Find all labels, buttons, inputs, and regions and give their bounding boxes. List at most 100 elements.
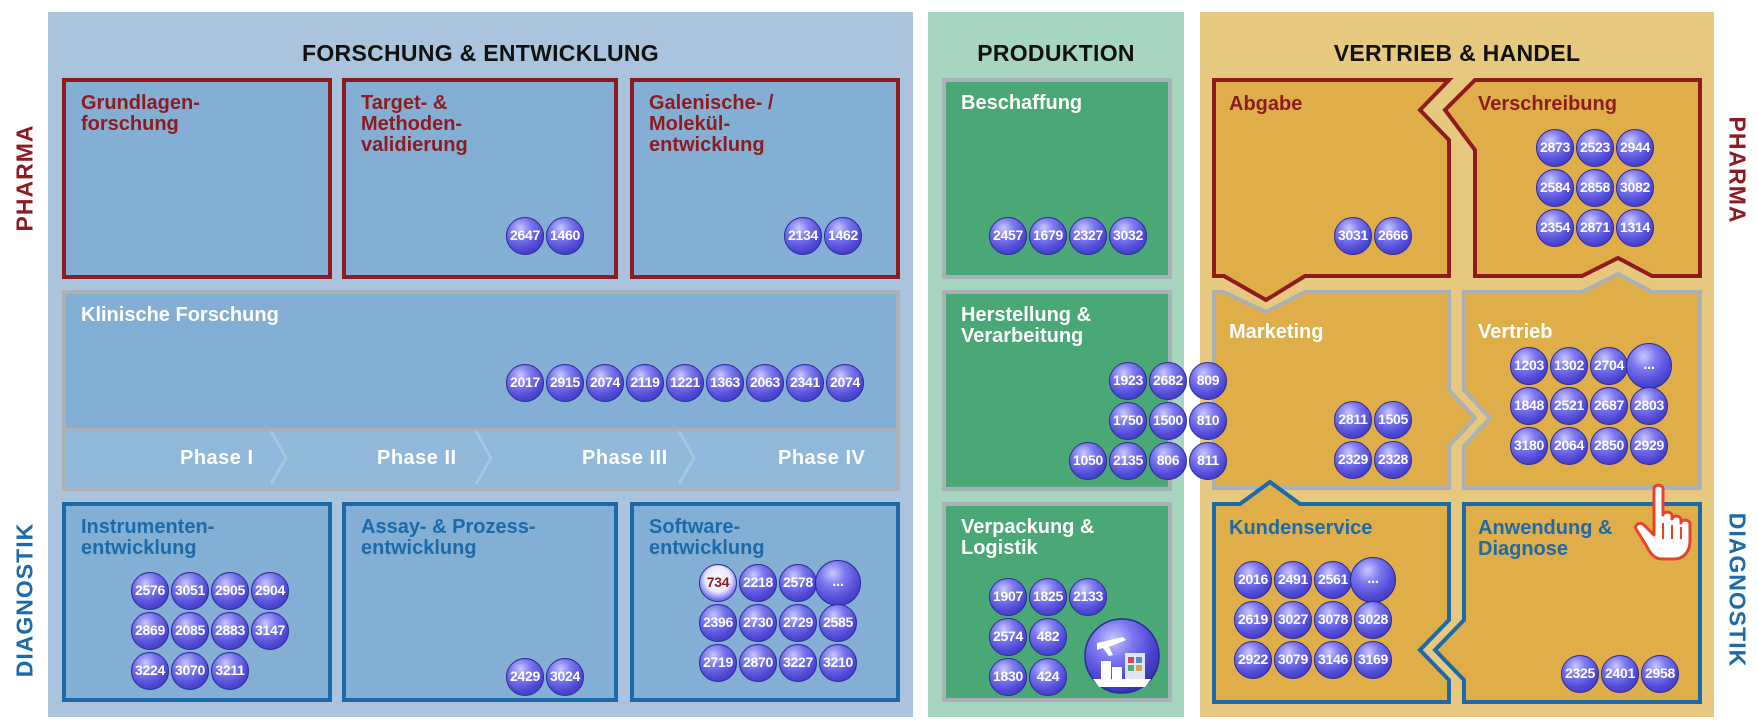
process-ball[interactable]: 2578 bbox=[779, 564, 817, 602]
process-ball[interactable]: 2135 bbox=[1109, 442, 1147, 480]
process-ball[interactable]: 3169 bbox=[1354, 641, 1392, 679]
process-ball[interactable]: 2858 bbox=[1576, 169, 1614, 207]
process-ball[interactable]: 2063 bbox=[746, 364, 784, 402]
process-ball[interactable]: 2457 bbox=[989, 217, 1027, 255]
box-abgabe[interactable]: Abgabe bbox=[1214, 80, 1449, 276]
process-ball[interactable]: 2922 bbox=[1234, 641, 1272, 679]
process-ball[interactable]: 2730 bbox=[739, 604, 777, 642]
process-ball[interactable]: 1825 bbox=[1029, 578, 1067, 616]
box-assay-prozessentwicklung[interactable]: Assay- & Prozess- entwicklung bbox=[342, 502, 618, 702]
process-ball[interactable]: 2218 bbox=[739, 564, 777, 602]
process-ball[interactable]: 2064 bbox=[1550, 427, 1588, 465]
process-ball[interactable]: 482 bbox=[1029, 618, 1067, 656]
process-ball[interactable]: 3082 bbox=[1616, 169, 1654, 207]
box-verschreibung[interactable]: Verschreibung bbox=[1475, 80, 1700, 276]
process-ball[interactable]: 1314 bbox=[1616, 209, 1654, 247]
box-kundenservice[interactable]: Kundenservice bbox=[1214, 504, 1449, 702]
process-ball[interactable]: 2904 bbox=[251, 572, 289, 610]
process-ball[interactable]: 1462 bbox=[824, 217, 862, 255]
process-ball[interactable]: 810 bbox=[1189, 402, 1227, 440]
process-ball[interactable]: 3024 bbox=[546, 658, 584, 696]
process-ball[interactable]: 3224 bbox=[131, 652, 169, 690]
process-ball[interactable]: 2869 bbox=[131, 612, 169, 650]
process-ball[interactable]: 2325 bbox=[1561, 655, 1599, 693]
process-ball[interactable]: 3079 bbox=[1274, 641, 1312, 679]
process-ball[interactable]: 2619 bbox=[1234, 601, 1272, 639]
process-ball[interactable]: 2870 bbox=[739, 644, 777, 682]
process-ball[interactable]: 3147 bbox=[251, 612, 289, 650]
process-ball[interactable]: 3210 bbox=[819, 644, 857, 682]
process-ball[interactable]: 2396 bbox=[699, 604, 737, 642]
process-ball[interactable]: 2574 bbox=[989, 618, 1027, 656]
process-ball-highlighted[interactable]: 734 bbox=[699, 564, 737, 602]
process-ball[interactable]: 2074 bbox=[586, 364, 624, 402]
process-ball[interactable]: 2134 bbox=[784, 217, 822, 255]
process-ball[interactable]: 2803 bbox=[1630, 387, 1668, 425]
process-ball[interactable]: 2944 bbox=[1616, 129, 1654, 167]
process-ball[interactable]: 1907 bbox=[989, 578, 1027, 616]
process-ball[interactable]: 2871 bbox=[1576, 209, 1614, 247]
process-ball[interactable]: 3211 bbox=[211, 652, 249, 690]
process-ball[interactable]: 1505 bbox=[1374, 401, 1412, 439]
process-ball[interactable]: 2491 bbox=[1274, 561, 1312, 599]
process-ball[interactable]: 1050 bbox=[1069, 442, 1107, 480]
process-ball[interactable]: 1679 bbox=[1029, 217, 1067, 255]
process-ball[interactable]: 2687 bbox=[1590, 387, 1628, 425]
process-ball[interactable]: 2883 bbox=[211, 612, 249, 650]
process-ball[interactable]: 2647 bbox=[506, 217, 544, 255]
process-ball[interactable]: 3032 bbox=[1109, 217, 1147, 255]
process-ball[interactable]: ... bbox=[815, 560, 861, 606]
process-ball[interactable]: 2576 bbox=[131, 572, 169, 610]
process-ball[interactable]: 2958 bbox=[1641, 655, 1679, 693]
process-ball[interactable]: 2873 bbox=[1536, 129, 1574, 167]
process-ball[interactable]: 3031 bbox=[1334, 217, 1372, 255]
process-ball[interactable]: 2561 bbox=[1314, 561, 1352, 599]
process-ball[interactable]: 2729 bbox=[779, 604, 817, 642]
process-ball[interactable]: 2016 bbox=[1234, 561, 1272, 599]
process-ball[interactable]: 3078 bbox=[1314, 601, 1352, 639]
process-ball[interactable]: 2354 bbox=[1536, 209, 1574, 247]
process-ball[interactable]: 2719 bbox=[699, 644, 737, 682]
process-ball[interactable]: 2328 bbox=[1374, 441, 1412, 479]
logistics-shipping-icon[interactable] bbox=[1083, 617, 1161, 695]
process-ball[interactable]: 3028 bbox=[1354, 601, 1392, 639]
box-marketing[interactable]: Marketing bbox=[1214, 292, 1449, 488]
process-ball[interactable]: 2811 bbox=[1334, 401, 1372, 439]
process-ball[interactable]: ... bbox=[1626, 343, 1672, 389]
process-ball[interactable]: 2429 bbox=[506, 658, 544, 696]
process-ball[interactable]: 2327 bbox=[1069, 217, 1107, 255]
process-ball[interactable]: 1830 bbox=[989, 658, 1027, 696]
process-ball[interactable]: 2704 bbox=[1590, 347, 1628, 385]
process-ball[interactable]: 1460 bbox=[546, 217, 584, 255]
process-ball[interactable]: 1203 bbox=[1510, 347, 1548, 385]
process-ball[interactable]: 2085 bbox=[171, 612, 209, 650]
process-ball[interactable]: 3027 bbox=[1274, 601, 1312, 639]
box-vertrieb[interactable]: Vertrieb bbox=[1464, 292, 1700, 488]
process-ball[interactable]: 2523 bbox=[1576, 129, 1614, 167]
process-ball[interactable]: 2119 bbox=[626, 364, 664, 402]
box-anwendung-diagnose[interactable]: Anwendung & Diagnose bbox=[1464, 504, 1700, 702]
process-ball[interactable]: 2341 bbox=[786, 364, 824, 402]
process-ball[interactable]: 424 bbox=[1029, 658, 1067, 696]
process-ball[interactable]: 3227 bbox=[779, 644, 817, 682]
process-ball[interactable]: 3180 bbox=[1510, 427, 1548, 465]
box-grundlagenforschung[interactable]: Grundlagen- forschung bbox=[62, 78, 332, 279]
process-ball[interactable]: 2905 bbox=[211, 572, 249, 610]
process-ball[interactable]: 2329 bbox=[1334, 441, 1372, 479]
process-ball[interactable]: 2585 bbox=[819, 604, 857, 642]
process-ball[interactable]: 2850 bbox=[1590, 427, 1628, 465]
process-ball[interactable]: 811 bbox=[1189, 442, 1227, 480]
process-ball[interactable]: 2521 bbox=[1550, 387, 1588, 425]
process-ball[interactable]: ... bbox=[1350, 557, 1396, 603]
process-ball[interactable]: 1302 bbox=[1550, 347, 1588, 385]
process-ball[interactable]: 2682 bbox=[1149, 362, 1187, 400]
process-ball[interactable]: 2401 bbox=[1601, 655, 1639, 693]
process-ball[interactable]: 2666 bbox=[1374, 217, 1412, 255]
process-ball[interactable]: 1500 bbox=[1149, 402, 1187, 440]
process-ball[interactable]: 2584 bbox=[1536, 169, 1574, 207]
process-ball[interactable]: 2074 bbox=[826, 364, 864, 402]
process-ball[interactable]: 1221 bbox=[666, 364, 704, 402]
process-ball[interactable]: 2017 bbox=[506, 364, 544, 402]
process-ball[interactable]: 3051 bbox=[171, 572, 209, 610]
process-ball[interactable]: 2133 bbox=[1069, 578, 1107, 616]
